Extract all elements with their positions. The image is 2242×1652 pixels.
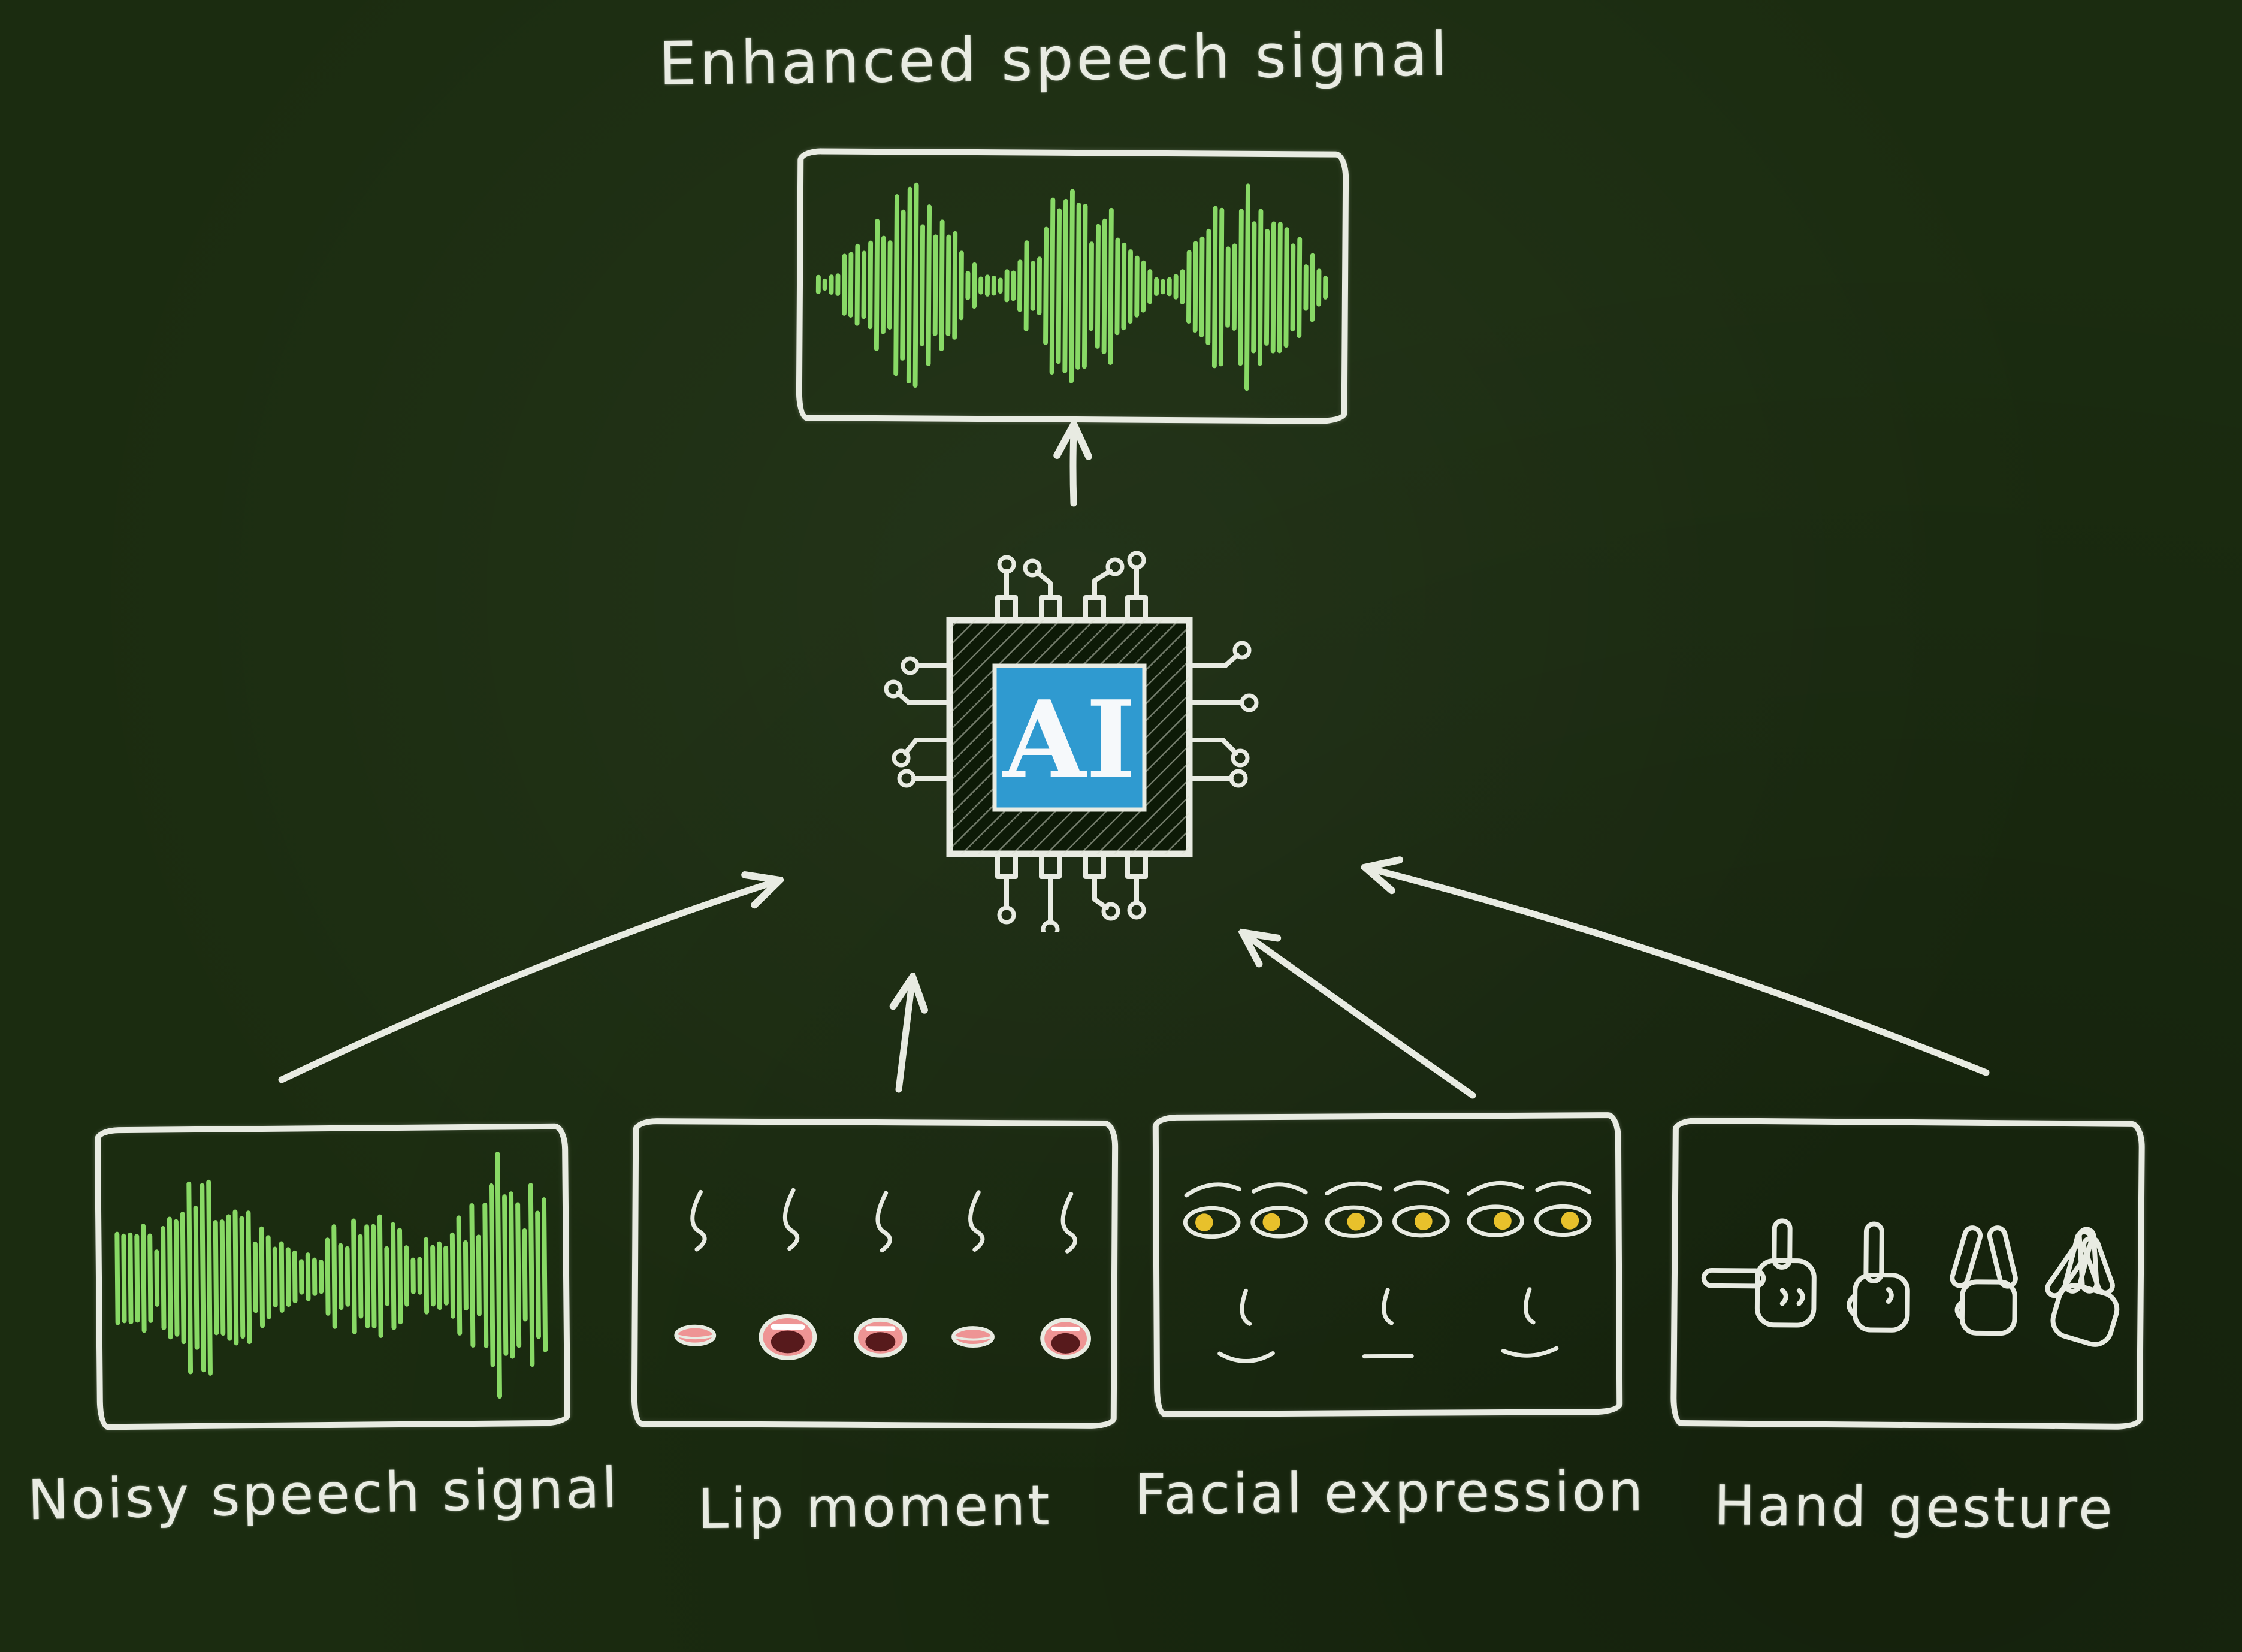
chip-label: AI <box>1002 677 1135 802</box>
mouth-open-icon <box>759 1314 817 1360</box>
nose-icon <box>690 1189 707 1252</box>
nose-icon <box>782 1188 800 1251</box>
enhanced-waveform <box>815 182 1328 391</box>
eye-pair-icon <box>1183 1182 1308 1239</box>
noisy-waveform <box>114 1152 548 1399</box>
arrow-chip-to-output <box>1073 430 1074 507</box>
chip-body: AI <box>946 617 1193 857</box>
mouth-open-icon <box>1040 1318 1091 1360</box>
nose-icon <box>968 1190 985 1252</box>
facial-expression-panel <box>1152 1112 1623 1418</box>
ai-chip: AI <box>860 548 1279 939</box>
hands-drawing <box>1701 1218 2120 1347</box>
noisy-speech-label: Noisy speech signal <box>26 1455 621 1533</box>
noisy-speech-panel <box>94 1123 571 1430</box>
eye-pair-icon <box>1325 1180 1450 1238</box>
faces-drawing <box>1183 1180 1592 1363</box>
enhanced-signal-panel <box>796 148 1349 424</box>
arrow-lips-to-chip <box>899 983 912 1093</box>
nose-icon <box>875 1191 892 1253</box>
hand-peace-icon <box>1950 1225 2018 1336</box>
face-lower-icon <box>1217 1287 1559 1363</box>
eye-pair-icon <box>1467 1180 1592 1237</box>
lips-drawing <box>674 1188 1091 1360</box>
arrow-hand-to-chip <box>1371 869 1990 1076</box>
hand-gesture-label: Hand gesture <box>1713 1473 2116 1541</box>
facial-expression-label: Facial expression <box>1134 1459 1646 1527</box>
lip-moment-panel <box>631 1118 1119 1430</box>
hand-gesture-panel <box>1670 1117 2146 1430</box>
arrow-noisy-to-chip <box>278 882 774 1083</box>
output-label: Enhanced speech signal <box>658 19 1451 99</box>
mouth-open-icon <box>854 1317 907 1358</box>
mouth-closed-icon <box>951 1326 995 1348</box>
arrow-face-to-chip <box>1247 936 1476 1099</box>
hand-index-up-icon <box>1847 1221 1910 1333</box>
mouth-closed-icon <box>674 1324 717 1346</box>
chip-drawing: AI <box>884 551 1259 939</box>
nose-icon <box>1060 1192 1077 1254</box>
lip-moment-label: Lip moment <box>697 1473 1053 1542</box>
hand-open-icon <box>2045 1227 2120 1347</box>
hand-point-icon <box>1701 1218 1817 1328</box>
